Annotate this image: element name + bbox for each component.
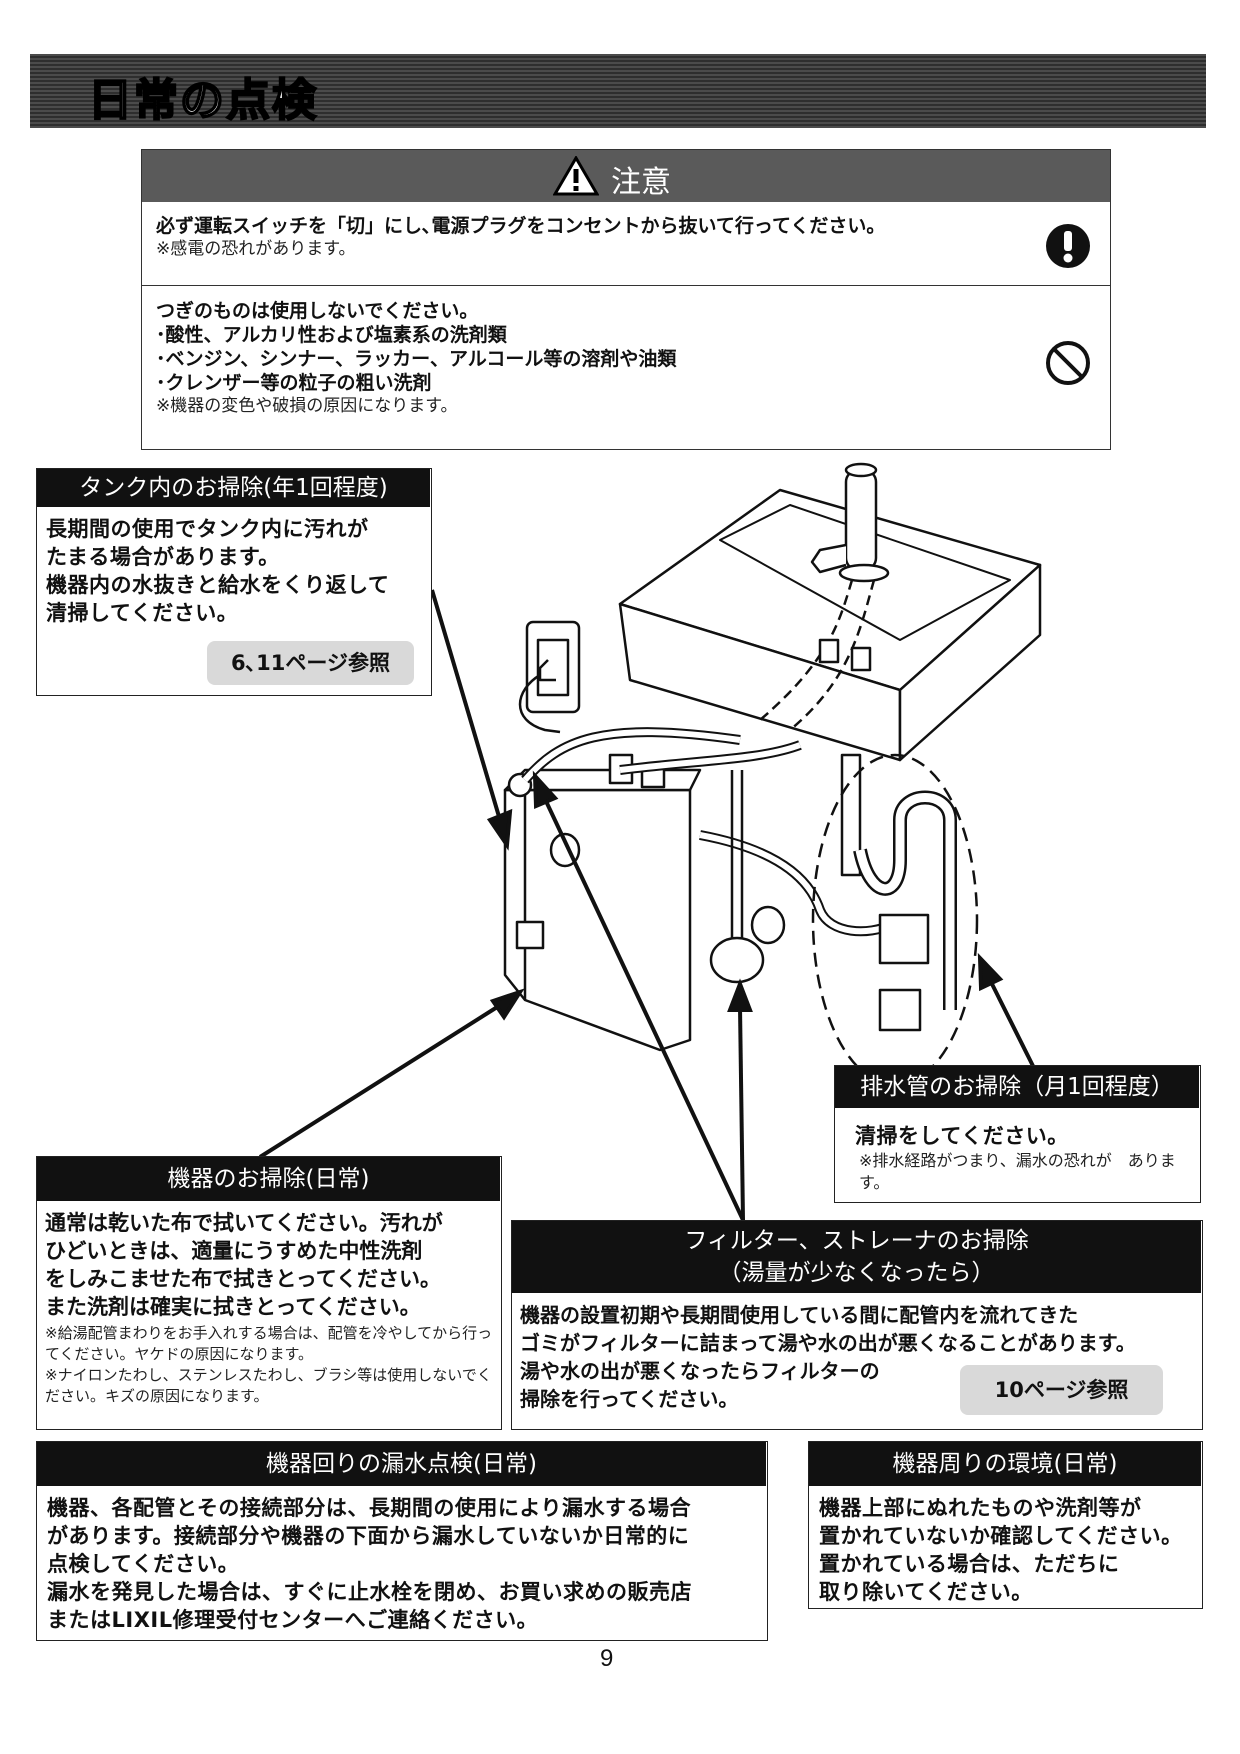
device-note: ※給湯配管まわりをお手入れする場合は、配管を冷やしてから行ってください。ヤケドの…: [45, 1324, 493, 1363]
device-cleaning-body: 通常は乾いた布で拭いてください。汚れが ひどいときは、適量にうすめた中性洗剤 を…: [45, 1209, 495, 1321]
tank-line: 清掃してください。: [46, 601, 239, 625]
filter-page-reference: 10ページ参照: [960, 1365, 1163, 1415]
drain-cleaning-note: ※排水経路がつまり、漏水の恐れが あります。: [859, 1151, 1176, 1192]
environment-line: 機器上部にぬれたものや洗剤等が: [819, 1496, 1142, 1520]
device-line: をしみこませた布で拭きとってください。: [45, 1267, 442, 1291]
filter-line: 湯や水の出が悪くなったらフィルターの: [520, 1359, 880, 1383]
environment-body: 機器上部にぬれたものや洗剤等が 置かれていないか確認してください。 置かれている…: [819, 1494, 1195, 1606]
device-note: ※ナイロンたわし、ステンレスたわし、ブラシ等は使用しないでください。キズの原因に…: [45, 1366, 492, 1405]
tank-cleaning-box: タンク内のお掃除(年1回程度) 長期間の使用でタンク内に汚れが たまる場合があり…: [36, 468, 432, 696]
caution-electric-text: 必ず運転スイッチを「切」にし､電源プラグをコンセントから抜いて行ってください。: [156, 215, 886, 237]
exclamation-icon: [1046, 224, 1090, 268]
caution-header: 注意: [142, 150, 1110, 202]
tank-line: 長期間の使用でタンク内に汚れが: [46, 517, 369, 541]
tank-page-reference: 6､11ページ参照: [207, 641, 414, 685]
caution-title: 注意: [611, 165, 671, 200]
drain-cleaning-box: 排水管のお掃除（月1回程度） 清掃をしてください。 ※排水経路がつまり、漏水の恐…: [834, 1065, 1201, 1203]
tank-line: 機器内の水抜きと給水をくり返して: [46, 573, 390, 597]
caution-row-electric: 必ず運転スイッチを「切」にし､電源プラグをコンセントから抜いて行ってください。 …: [142, 202, 1110, 286]
caution-detergent-line: ･酸性、アルカリ性および塩素系の洗剤類: [156, 324, 507, 346]
leak-inspection-box: 機器回りの漏水点検(日常) 機器、各配管とその接続部分は、長期間の使用により漏水…: [36, 1441, 768, 1641]
drain-cleaning-title: 排水管のお掃除（月1回程度）: [835, 1066, 1199, 1108]
warning-icon: [553, 156, 599, 196]
filter-line: ゴミがフィルターに詰まって湯や水の出が悪くなることがあります。: [520, 1331, 1136, 1355]
leak-line: 漏水を発見した場合は、すぐに止水栓を閉め、お買い求めの販売店: [47, 1580, 692, 1604]
environment-box: 機器周りの環境(日常) 機器上部にぬれたものや洗剤等が 置かれていないか確認して…: [808, 1441, 1203, 1609]
filter-cleaning-title: フィルター、ストレーナのお掃除 （湯量が少なくなったら）: [512, 1221, 1201, 1293]
caution-box: 注意 必ず運転スイッチを「切」にし､電源プラグをコンセントから抜いて行ってくださ…: [141, 149, 1111, 450]
device-cleaning-title: 機器のお掃除(日常): [37, 1157, 500, 1201]
leak-line: があります。接続部分や機器の下面から漏水していないか日常的に: [47, 1524, 690, 1548]
environment-line: 置かれている場合は、ただちに: [819, 1552, 1120, 1576]
page-title: 日常の点検: [87, 74, 318, 127]
environment-title: 機器周りの環境(日常): [809, 1442, 1201, 1486]
device-line: 通常は乾いた布で拭いてください。汚れが: [45, 1211, 443, 1235]
filter-cleaning-body: 機器の設置初期や長期間使用している間に配管内を流れてきた ゴミがフィルターに詰ま…: [520, 1301, 1200, 1413]
leak-line: 機器、各配管とその接続部分は、長期間の使用により漏水する場合: [47, 1496, 691, 1520]
tank-cleaning-title: タンク内のお掃除(年1回程度): [37, 469, 430, 507]
caution-detergent-line: ･ベンジン、シンナー、ラッカー、アルコール等の溶剤や油類: [156, 348, 677, 370]
tank-line: たまる場合があります。: [46, 545, 280, 569]
filter-cleaning-box: フィルター、ストレーナのお掃除 （湯量が少なくなったら） 機器の設置初期や長期間…: [511, 1220, 1203, 1430]
device-line: ひどいときは、適量にうすめた中性洗剤: [45, 1239, 423, 1263]
filter-title-line2: （湯量が少なくなったら）: [718, 1260, 995, 1286]
device-cleaning-box: 機器のお掃除(日常) 通常は乾いた布で拭いてください。汚れが ひどいときは、適量…: [36, 1156, 502, 1430]
drain-cleaning-text: 清掃をしてください。: [855, 1124, 1069, 1148]
caution-detergent-line: ･クレンザー等の粒子の粗い洗剤: [156, 372, 432, 394]
leak-inspection-body: 機器、各配管とその接続部分は、長期間の使用により漏水する場合 があります。接続部…: [47, 1494, 759, 1634]
tank-cleaning-body: 長期間の使用でタンク内に汚れが たまる場合があります。 機器内の水抜きと給水をく…: [46, 515, 426, 627]
leak-inspection-title: 機器回りの漏水点検(日常): [37, 1442, 766, 1486]
page-header: 日常の点検: [30, 54, 1206, 128]
page-number: 9: [600, 1645, 614, 1672]
leak-line: 点検してください。: [47, 1552, 240, 1576]
device-cleaning-notes: ※給湯配管まわりをお手入れする場合は、配管を冷やしてから行ってください。ヤケドの…: [45, 1323, 500, 1407]
device-line: また洗剤は確実に拭きとってください。: [45, 1295, 421, 1319]
prohibition-icon: [1046, 341, 1090, 385]
environment-line: 取り除いてください。: [819, 1580, 1033, 1604]
filter-title-line1: フィルター、ストレーナのお掃除: [684, 1228, 1029, 1254]
caution-electric-note: ※感電の恐れがあります。: [156, 239, 356, 259]
filter-line: 機器の設置初期や長期間使用している間に配管内を流れてきた: [520, 1303, 1079, 1327]
leak-line: またはLIXIL修理受付センターへご連絡ください。: [47, 1608, 539, 1632]
caution-detergent-note: ※機器の変色や破損の原因になります。: [156, 396, 458, 416]
caution-detergent-line: つぎのものは使用しないでください。: [156, 300, 479, 322]
filter-line: 掃除を行ってください。: [520, 1387, 739, 1411]
environment-line: 置かれていないか確認してください。: [819, 1524, 1183, 1548]
caution-row-detergent: つぎのものは使用しないでください。 ･酸性、アルカリ性および塩素系の洗剤類 ･ベ…: [156, 299, 676, 417]
